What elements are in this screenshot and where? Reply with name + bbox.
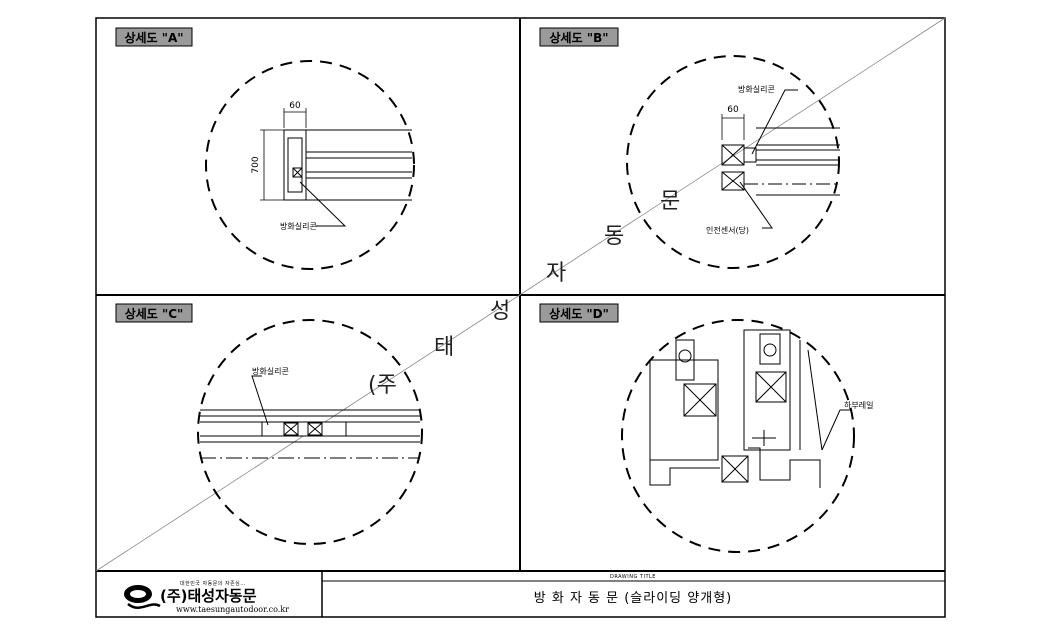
panel-a-callout-leader xyxy=(299,181,347,227)
panel-b-detail-circle xyxy=(626,55,840,269)
panel-a: 상세도 "A" 60 700 방화실리콘 xyxy=(115,27,415,270)
panel-c-label-box xyxy=(115,303,193,323)
diagonal-watermark-line xyxy=(95,17,946,572)
panel-b-callout-bottom-leader xyxy=(739,181,773,229)
company-name: (주)태성자동문 xyxy=(160,587,257,605)
watermark-char: 문 xyxy=(660,189,680,214)
panel-a-dimension-height xyxy=(260,129,284,201)
panel-a-detail-circle xyxy=(205,60,415,270)
company-tagline: 대한민국 자동문의 자존심… xyxy=(180,580,246,587)
watermark-char: 태 xyxy=(434,335,454,360)
panel-a-label-box xyxy=(115,27,193,47)
panel-b-callout-bottom-text: 인전센서(당) xyxy=(706,225,749,235)
watermark-char: 성 xyxy=(490,299,510,324)
panel-c: 상세도 "C" 방화실리콘 xyxy=(115,303,423,545)
panel-a-width-value: 60 xyxy=(289,101,301,111)
watermark-char: 자 xyxy=(546,261,566,286)
watermark-char: 동 xyxy=(604,224,624,249)
panel-a-callout-text: 방화실리콘 xyxy=(280,221,317,231)
panel-b-callout-top-leader xyxy=(751,89,798,155)
company-website: www.taesungautodoor.co.kr xyxy=(176,605,289,614)
panel-b: 상세도 "B" 60 방화실리콘 인전센서(당) xyxy=(539,27,840,269)
title-block: 대한민국 자동문의 자존심… (주)태성자동문 www.taesungautod… xyxy=(124,571,945,617)
panel-b-dimension-width xyxy=(721,114,745,140)
panel-d-label: 상세도 "D" xyxy=(549,306,609,321)
panel-c-detail-circle xyxy=(197,319,423,545)
panel-c-frame-profile xyxy=(200,409,420,459)
panel-b-callout-top-text: 방화실리콘 xyxy=(738,84,775,94)
panel-c-callout-text: 방화실리콘 xyxy=(252,366,289,376)
panel-d-frame-section xyxy=(649,329,823,488)
panel-d-detail-circle xyxy=(621,319,855,553)
panel-d-callout-text: 하부레일 xyxy=(844,400,873,410)
drawing-title: 방 화 자 동 문 (슬라이딩 양개형) xyxy=(534,591,732,606)
panel-a-frame-profile xyxy=(283,129,412,201)
panel-b-width-value: 60 xyxy=(727,105,739,115)
panel-a-dimension-width xyxy=(283,108,307,128)
watermark-char: (주 xyxy=(368,373,397,398)
panel-c-callout-leader xyxy=(251,375,269,426)
drawing-title-header: DRAWING TITLE xyxy=(610,574,656,580)
panel-d: 상세도 "D" 하부레일 xyxy=(539,303,873,553)
panel-a-label: 상세도 "A" xyxy=(124,30,183,45)
panel-b-frame-profile xyxy=(721,127,840,196)
panel-b-label: 상세도 "B" xyxy=(550,30,609,45)
panel-a-height-value: 700 xyxy=(251,156,261,173)
company-logo xyxy=(124,585,161,609)
panel-b-label-box xyxy=(539,27,619,47)
watermark: (주 태 성 자 동 문 xyxy=(368,189,680,398)
panel-d-callout-leader xyxy=(821,409,852,451)
panel-d-label-box xyxy=(539,303,619,323)
panel-c-label: 상세도 "C" xyxy=(125,306,184,321)
